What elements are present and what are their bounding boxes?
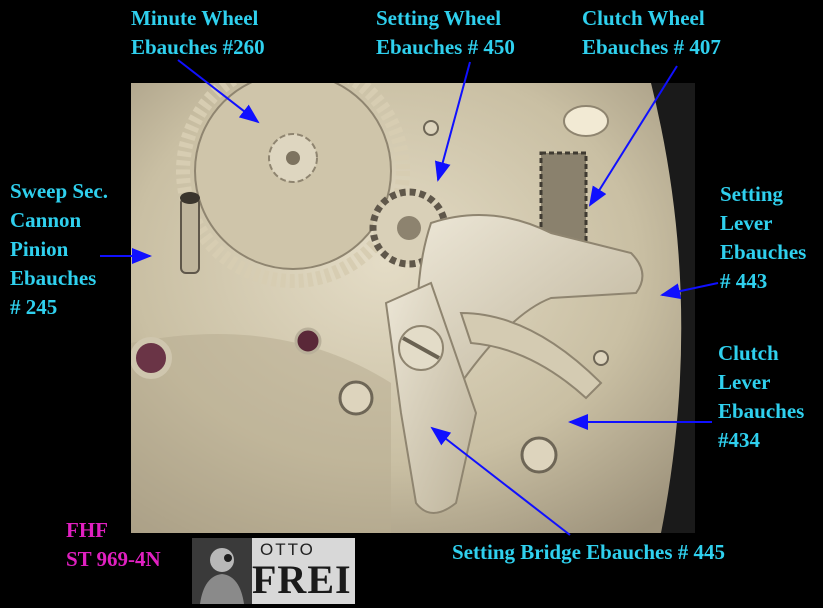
label-sweep-sec: Sweep Sec. Cannon Pinion Ebauches # 245 [10,177,108,322]
logo-frei: FREI [252,557,352,602]
caliber-number: ST 969-4N [66,547,161,571]
label-line: Clutch [718,341,779,365]
jewel [131,337,172,379]
label-line: Setting Bridge Ebauches # 445 [452,540,726,564]
label-line: Ebauches [10,266,97,290]
post [520,436,558,474]
label-setting-bridge: Setting Bridge Ebauches # 445 [452,538,725,567]
plate-step [131,334,391,533]
post [593,350,609,366]
hole [563,105,609,137]
label-line: Pinion [10,237,69,261]
label-clutch-lever: Clutch Lever Ebauches #434 [718,339,804,455]
label-line: # 245 [10,295,58,319]
watch-movement-photo [131,83,695,533]
label-line: # 443 [720,269,768,293]
label-line: Lever [718,370,771,394]
jewel [294,327,322,355]
clutch-lever-shape [459,311,603,400]
label-line: Ebauches [720,240,807,264]
minute-wheel-shape [176,83,410,288]
label-line: Lever [720,211,773,235]
cannon-pinion-shape [180,192,200,274]
label-clutch-wheel: Clutch Wheel Ebauches # 407 [582,4,721,62]
label-setting-lever: Setting Lever Ebauches # 443 [720,180,806,296]
plate-edge [651,83,695,533]
post [338,380,374,416]
label-line: Setting Wheel [376,6,502,30]
label-line: Ebauches # 450 [376,35,515,59]
label-minute-wheel: Minute Wheel Ebauches #260 [131,4,265,62]
label-line: Ebauches [718,399,805,423]
label-line: Sweep Sec. [10,179,108,203]
otto-frei-logo: OTTO FREI [192,538,355,604]
label-setting-wheel: Setting Wheel Ebauches # 450 [376,4,515,62]
post [423,120,439,136]
caliber-maker: FHF [66,518,108,542]
label-line: Setting [720,182,783,206]
label-line: Cannon [10,208,82,232]
label-line: Minute Wheel [131,6,259,30]
caliber-label: FHF ST 969-4N [66,516,161,574]
label-line: Clutch Wheel [582,6,705,30]
label-line: Ebauches #260 [131,35,265,59]
watchmaker-portrait-icon [192,538,252,604]
label-line: Ebauches # 407 [582,35,721,59]
label-line: #434 [718,428,760,452]
logo-otto: OTTO [260,540,315,559]
